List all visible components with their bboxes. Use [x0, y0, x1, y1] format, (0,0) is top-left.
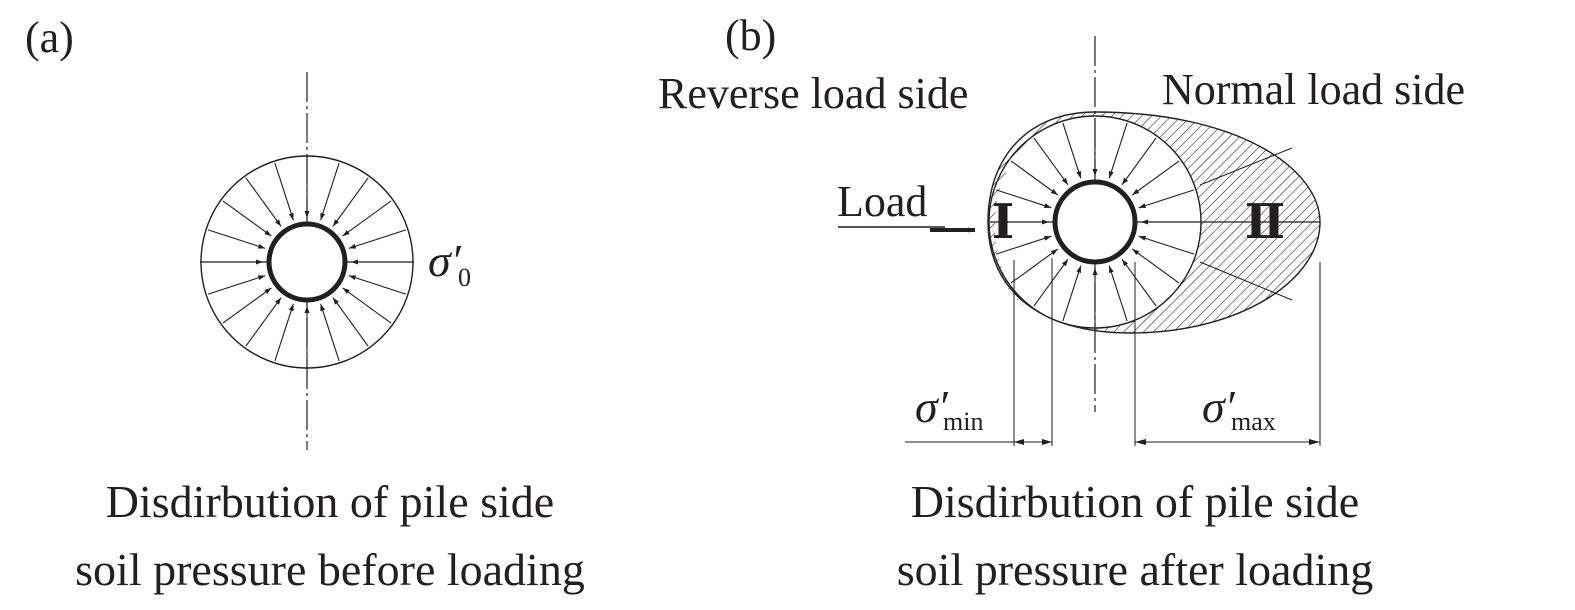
panel-b-pressure-arrow [1010, 160, 1059, 196]
panel-a-caption-line1: Disdirbution of pile side [106, 476, 554, 527]
panel-a-caption-line2: soil pressure before loading [75, 544, 585, 595]
panel-a-pressure-arrow [342, 200, 392, 237]
panel-a-pressure-arrow [348, 229, 407, 249]
panel-b-pressure-arrow [1138, 235, 1195, 255]
panel-b-pressure-arrows [991, 118, 1199, 326]
panel-b-pressure-arrow [995, 235, 1052, 255]
panel-b-pressure-arrow [1121, 137, 1157, 186]
panel-a-pressure-arrow [222, 200, 272, 237]
sigma-min-subscript: min [943, 407, 983, 436]
reverse-load-side-label: Reverse load side [658, 69, 968, 118]
panel-a-pressure-arrow [332, 177, 369, 227]
panel-a-pressure-arrow [245, 297, 282, 347]
normal-side-leader-upper [1199, 147, 1293, 186]
reverse-side-hatched-region [988, 130, 1040, 312]
normal-side-leader-lower [1199, 261, 1293, 301]
panel-b-pile [1052, 179, 1138, 265]
panel-a-pressure-arrow [207, 275, 266, 295]
panel-b-pressure-arrow [1121, 258, 1157, 307]
load-label: Load [837, 177, 927, 226]
panel-a-pressure-arrow [320, 162, 340, 221]
sigma-max-subscript: max [1231, 407, 1276, 436]
panel-b-pressure-arrow [1108, 265, 1128, 322]
sigma-min-arrow-right [1042, 439, 1052, 445]
panel-b-pressure-arrow [1131, 160, 1180, 196]
panel-a-sigma-symbol: σ′ [428, 235, 462, 286]
panel-a-pressure-arrow [222, 287, 272, 324]
sigma-max-arrow-left [1135, 439, 1146, 445]
panel-b-pressure-arrow [1033, 258, 1069, 307]
panel-a: (a) σ′ 0 Disdirbution of pile side soil … [25, 13, 585, 595]
panel-b-pressure-arrow [1108, 122, 1128, 179]
panel-a-pressure-arrow [245, 177, 282, 227]
panel-b-label: (b) [725, 11, 776, 60]
panel-a-pressure-arrow [320, 303, 340, 362]
region-1-label: Ⅰ [992, 196, 1014, 249]
panel-b-pressure-arrow [1033, 137, 1069, 186]
panel-b-caption-line1: Disdirbution of pile side [911, 476, 1359, 527]
panel-a-pressure-boundary [200, 155, 414, 369]
sigma-min-symbol: σ′ [915, 381, 949, 432]
panel-a-pressure-arrow [348, 275, 407, 295]
panel-a-pressure-arrow [274, 162, 294, 221]
normal-load-side-label: Normal load side [1162, 65, 1465, 114]
sigma-min-arrow-left [1014, 439, 1024, 445]
sigma-max-arrow-right [1309, 439, 1320, 445]
panel-a-label: (a) [25, 13, 74, 62]
panel-b-pressure-arrow [1131, 248, 1180, 284]
panel-a-pressure-arrows [203, 158, 411, 366]
panel-b-pressure-arrow [995, 189, 1052, 209]
region-2-label: Ⅱ [1245, 196, 1285, 249]
panel-b: (b) Reverse load side Normal load side L… [658, 11, 1465, 595]
panel-a-pressure-arrow [274, 303, 294, 362]
panel-b-pressure-arrow [1010, 248, 1059, 284]
panel-b-pressure-arrow [1062, 122, 1082, 179]
sigma-max-symbol: σ′ [1202, 381, 1236, 432]
panel-a-pressure-arrow [332, 297, 369, 347]
panel-b-pressure-arrow [1062, 265, 1082, 322]
panel-a-pressure-arrow [342, 287, 392, 324]
panel-a-pile [266, 221, 348, 303]
panel-a-sigma-subscript: 0 [458, 263, 471, 292]
panel-b-caption-line2: soil pressure after loading [897, 544, 1373, 595]
panel-a-pressure-arrow [207, 229, 266, 249]
panel-b-pressure-arrow [1138, 189, 1195, 209]
